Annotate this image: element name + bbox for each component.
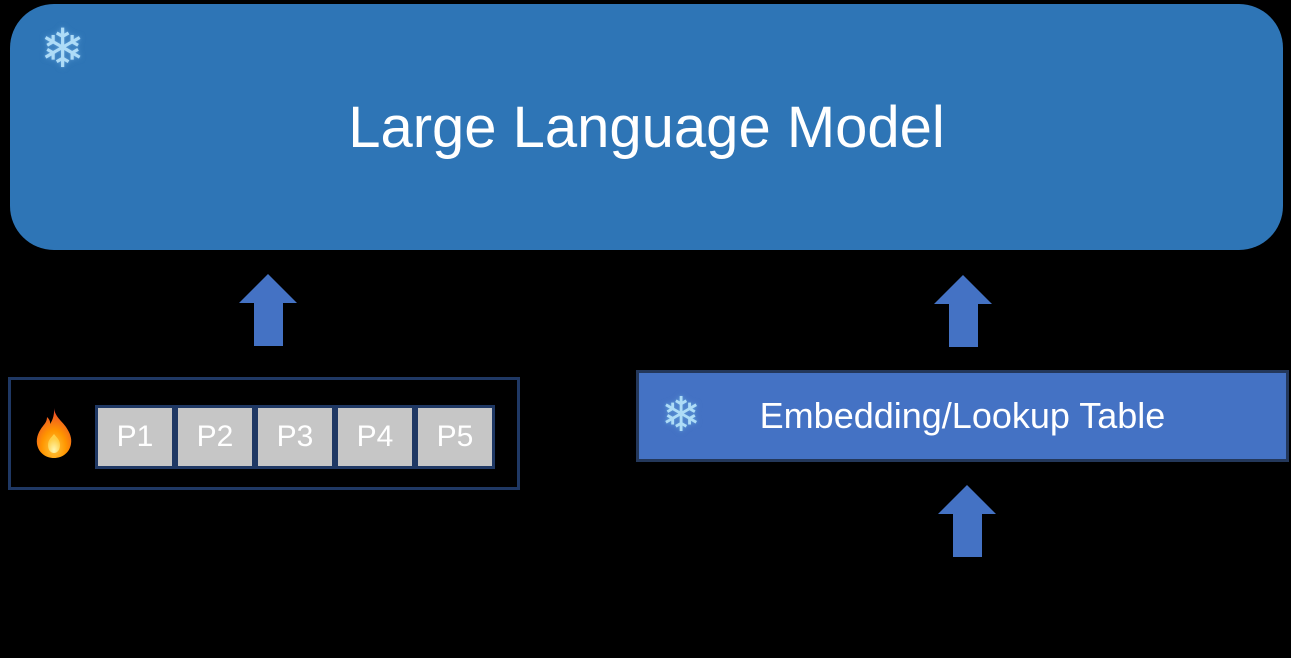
fire-icon <box>31 407 77 459</box>
up-arrow-input-to-embedding <box>938 485 996 557</box>
up-arrow-soft-prompt-to-llm <box>239 274 297 346</box>
embedding-box: ❄ Embedding/Lookup Table <box>636 370 1289 462</box>
prompt-token-cell: P2 <box>175 405 255 469</box>
prompt-token-cell: P5 <box>415 405 495 469</box>
arrow-head <box>239 274 297 303</box>
arrow-head <box>938 485 996 514</box>
prompt-token-cell: P3 <box>255 405 335 469</box>
embedding-label: Embedding/Lookup Table <box>759 395 1166 436</box>
snowflake-icon: ❄ <box>40 19 86 79</box>
arrow-shaft <box>253 303 283 346</box>
prompt-token-cell: P4 <box>335 405 415 469</box>
llm-box: ❄ Large Language Model <box>10 4 1283 250</box>
arrow-shaft <box>948 304 978 347</box>
up-arrow-embedding-to-llm <box>934 275 992 347</box>
arrow-head <box>934 275 992 304</box>
llm-label: Large Language Model <box>348 94 945 160</box>
prompt-token-cell: P1 <box>95 405 175 469</box>
snowflake-icon: ❄ <box>661 389 702 442</box>
arrow-shaft <box>952 514 982 557</box>
